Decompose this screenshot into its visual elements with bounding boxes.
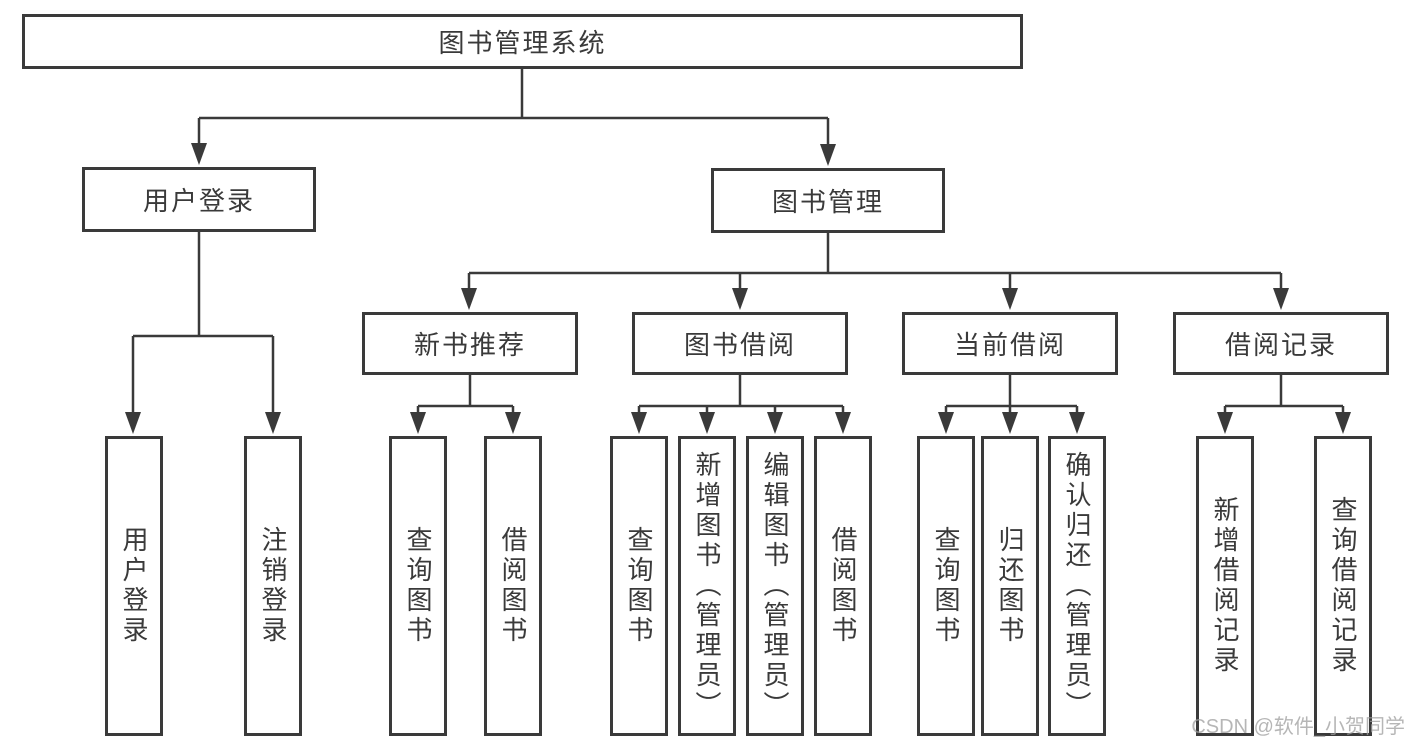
connector-paths: [131, 69, 1345, 413]
node-borrowing-records-label: 借阅记录: [1224, 330, 1337, 360]
leaf-recommend-query-book: 查询图书: [389, 436, 447, 736]
csdn-watermark: CSDN @软件_小贺同学: [1191, 716, 1405, 738]
node-root-label: 图书管理系统: [438, 28, 607, 58]
leaf-records-query-record-label: 查询借阅记录: [1328, 496, 1358, 676]
leaf-records-query-record: 查询借阅记录: [1314, 436, 1372, 736]
leaf-current-return-book-label: 归还图书: [995, 526, 1025, 646]
node-current-borrowing-label: 当前借阅: [953, 330, 1066, 360]
node-book-borrowing-label: 图书借阅: [683, 330, 796, 360]
leaf-borrow-query-book-label: 查询图书: [624, 526, 654, 646]
arrowheads: [125, 143, 1351, 434]
node-user-login-label: 用户登录: [142, 186, 255, 216]
leaf-current-query-book-label: 查询图书: [931, 526, 961, 646]
leaf-current-query-book: 查询图书: [917, 436, 975, 736]
leaf-current-return-book: 归还图书: [981, 436, 1039, 736]
leaf-recommend-query-book-label: 查询图书: [403, 526, 433, 646]
leaf-borrow-borrow-book: 借阅图书: [814, 436, 872, 736]
leaf-user-login-label: 用户登录: [119, 526, 149, 646]
node-borrowing-records: 借阅记录: [1173, 312, 1389, 375]
leaf-borrow-query-book: 查询图书: [610, 436, 668, 736]
node-root-system: 图书管理系统: [22, 14, 1023, 69]
node-user-login: 用户登录: [82, 167, 316, 232]
leaf-records-add-record-label: 新增借阅记录: [1210, 496, 1240, 676]
leaf-current-confirm-return-admin: 确认归还（管理员）: [1048, 436, 1106, 736]
node-new-book-recommend-label: 新书推荐: [413, 330, 526, 360]
leaf-current-confirm-return-admin-label: 确认归还（管理员）: [1062, 451, 1092, 721]
leaf-borrow-add-book-admin: 新增图书（管理员）: [678, 436, 736, 736]
node-book-management-label: 图书管理: [771, 187, 884, 217]
node-book-management: 图书管理: [711, 168, 945, 233]
leaf-borrow-edit-book-admin: 编辑图书（管理员）: [746, 436, 804, 736]
leaf-logout-login: 注销登录: [244, 436, 302, 736]
leaf-borrow-edit-book-admin-label: 编辑图书（管理员）: [760, 451, 790, 721]
leaf-recommend-borrow-book: 借阅图书: [484, 436, 542, 736]
node-book-borrowing: 图书借阅: [632, 312, 848, 375]
leaf-recommend-borrow-book-label: 借阅图书: [498, 526, 528, 646]
leaf-logout-login-label: 注销登录: [258, 526, 288, 646]
node-current-borrowing: 当前借阅: [902, 312, 1118, 375]
leaf-borrow-add-book-admin-label: 新增图书（管理员）: [692, 451, 722, 721]
node-new-book-recommend: 新书推荐: [362, 312, 578, 375]
leaf-user-login: 用户登录: [105, 436, 163, 736]
leaf-borrow-borrow-book-label: 借阅图书: [828, 526, 858, 646]
leaf-records-add-record: 新增借阅记录: [1196, 436, 1254, 736]
